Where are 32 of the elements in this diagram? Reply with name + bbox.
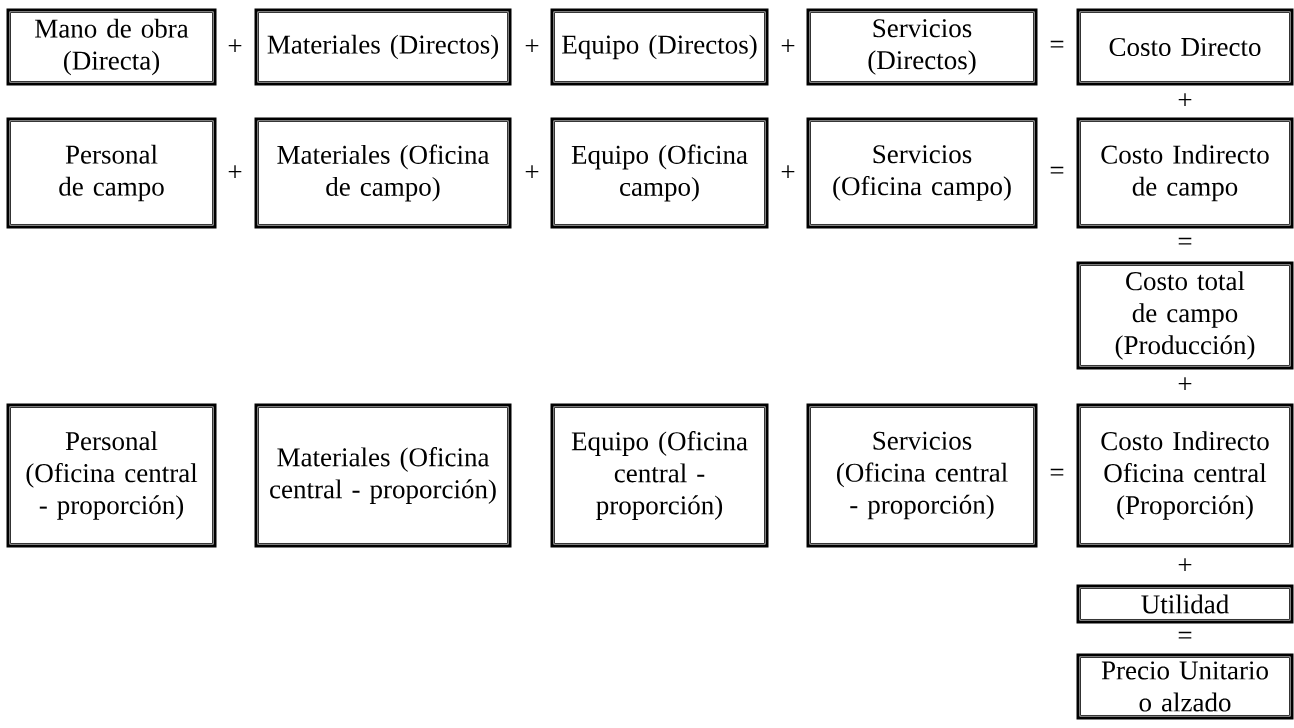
cost-box: Costo total de campo (Producción) [1076,261,1294,370]
cost-box: Equipo (Oficina campo) [550,117,769,229]
operator-sign: + [1178,93,1192,106]
operator-sign: + [228,165,242,178]
cost-box: Utilidad [1076,584,1294,624]
cost-box: Materiales (Oficina central - proporción) [254,403,512,548]
operator-sign: = [1050,40,1064,48]
operator-sign: + [228,39,242,52]
cost-box: Costo Directo [1076,8,1294,86]
operator-sign: = [1178,237,1192,245]
cost-box: Materiales (Oficina de campo) [254,117,512,229]
cost-box: Servicios (Oficina central - proporción) [806,403,1038,548]
cost-box: Personal de campo [6,117,217,229]
cost-box: Costo Indirecto de campo [1076,117,1294,229]
cost-box: Servicios (Directos) [806,8,1038,86]
operator-sign: + [1178,558,1192,571]
operator-sign: + [781,165,795,178]
cost-box: Materiales (Directos) [254,8,512,86]
cost-box: Equipo (Oficina central - proporción) [550,403,769,548]
operator-sign: + [1178,377,1192,390]
cost-box: Precio Unitario o alzado [1076,653,1294,720]
cost-box: Costo Indirecto Oficina central (Proporción) [1076,403,1294,548]
operator-sign: + [781,39,795,52]
cost-box: Personal (Oficina central - proporción) [6,403,217,548]
operator-sign: = [1050,166,1064,174]
operator-sign: = [1050,468,1064,476]
cost-box: Mano de obra (Directa) [6,8,217,86]
cost-box: Servicios (Oficina campo) [806,117,1038,229]
operator-sign: = [1178,631,1192,639]
operator-sign: + [525,165,539,178]
operator-sign: + [525,39,539,52]
cost-box: Equipo (Directos) [550,8,769,86]
